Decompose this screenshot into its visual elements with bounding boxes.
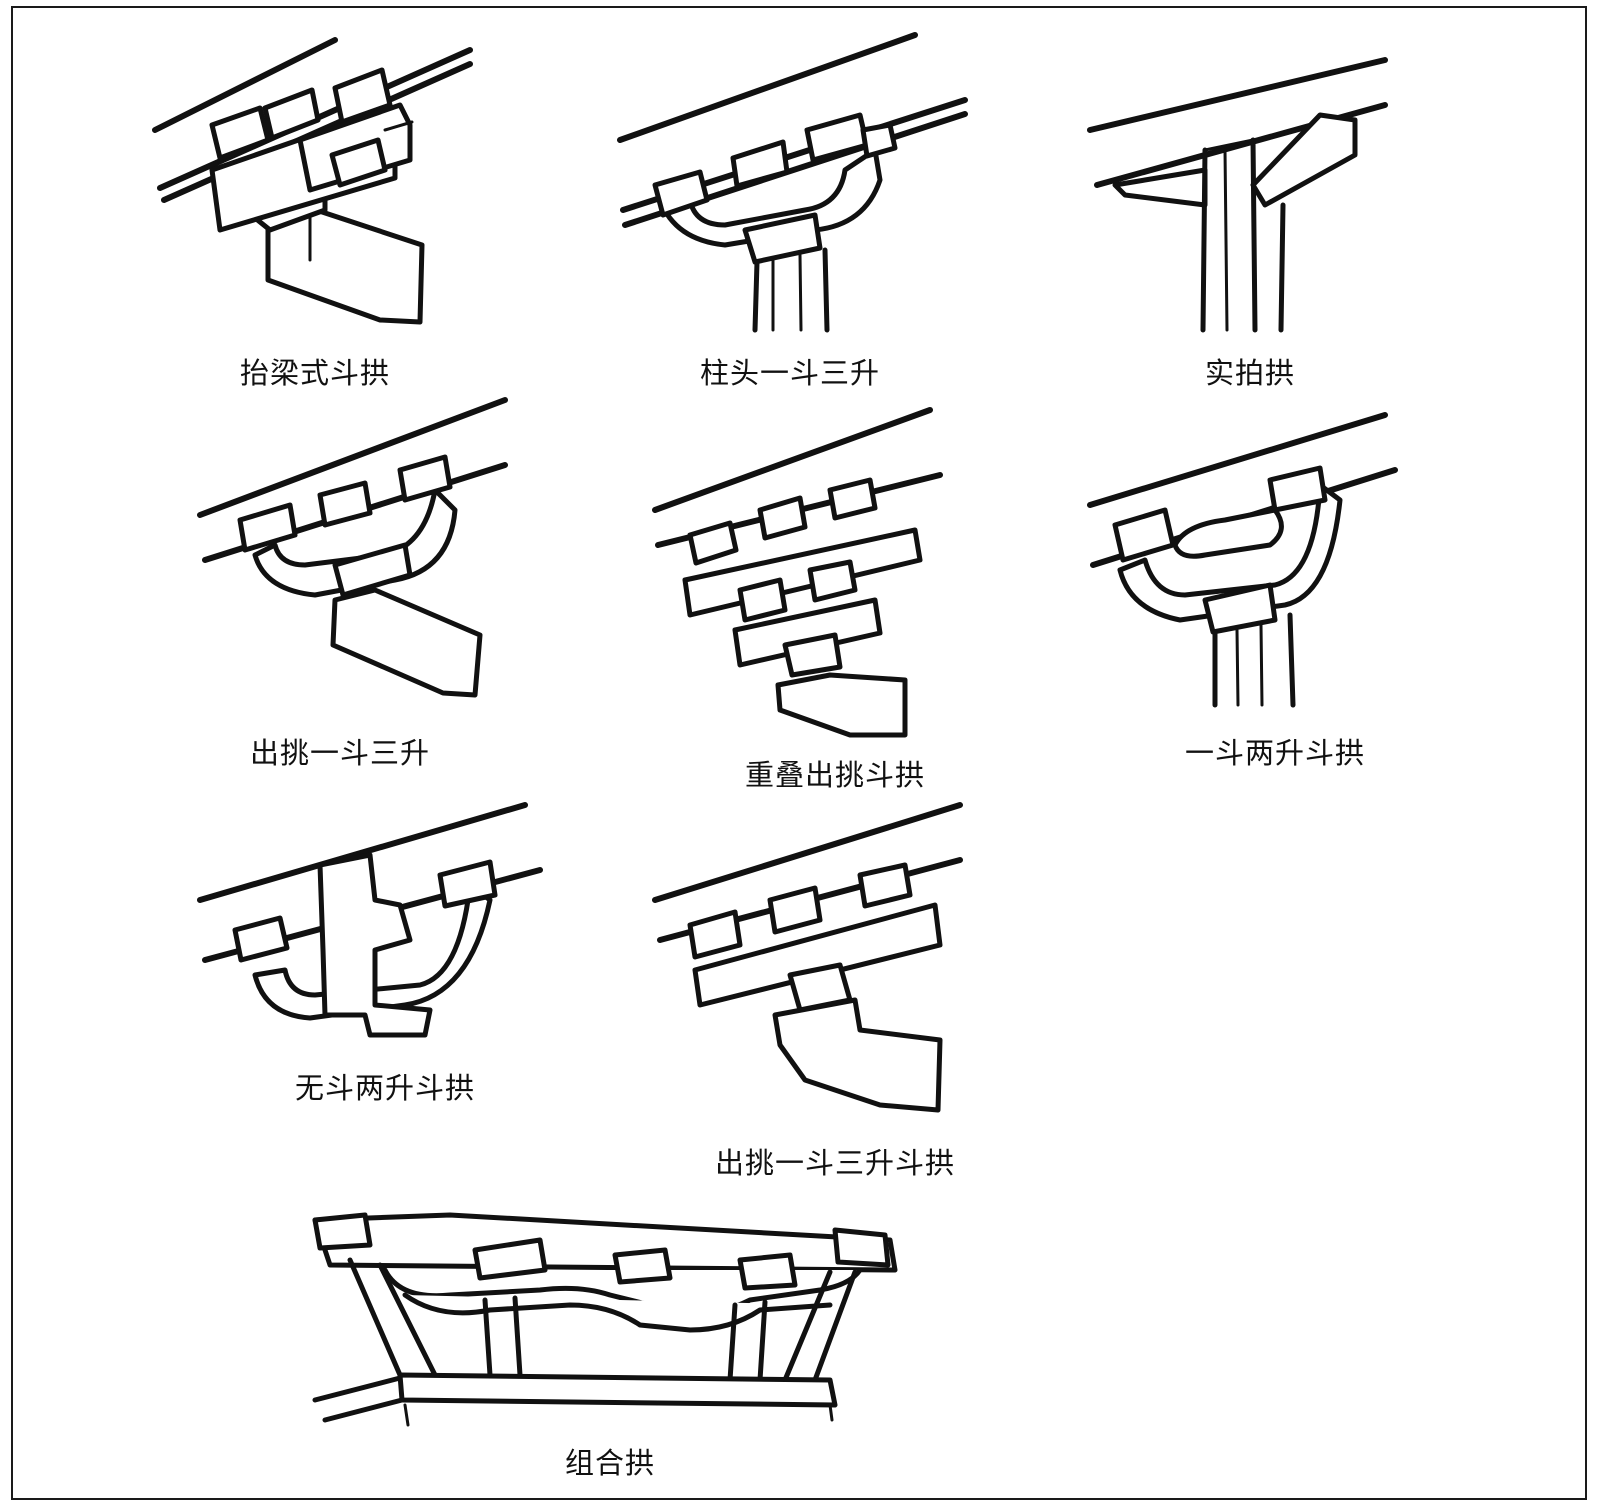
caption-column-head: 柱头一斗三升 — [700, 356, 881, 390]
caption-two-sheng: 一斗两升斗拱 — [1185, 736, 1366, 770]
bracket-shipai-drawing — [1087, 57, 1388, 333]
bracket-no-dou-drawing — [197, 802, 543, 1038]
caption-combined: 组合拱 — [565, 1446, 656, 1480]
bracket-cantilever-three-drawing — [197, 397, 508, 698]
caption-cantilever-three-dougong: 出挑一斗三升斗拱 — [715, 1146, 956, 1180]
caption-no-dou: 无斗两升斗拱 — [295, 1071, 476, 1105]
bracket-tailiang-drawing — [152, 37, 473, 325]
bracket-combined-drawing — [312, 1212, 898, 1427]
bracket-stacked-cantilever-drawing — [652, 407, 943, 738]
bracket-column-head-drawing — [617, 32, 968, 333]
caption-tailiang-bracket: 抬梁式斗拱 — [240, 356, 391, 390]
caption-stacked-cantilever: 重叠出挑斗拱 — [745, 758, 926, 792]
bracket-cantilever-three-dougong-drawing — [652, 802, 963, 1113]
bracket-two-sheng-drawing — [1087, 412, 1398, 708]
caption-shipai: 实拍拱 — [1205, 356, 1296, 390]
caption-cantilever-three: 出挑一斗三升 — [250, 736, 431, 770]
